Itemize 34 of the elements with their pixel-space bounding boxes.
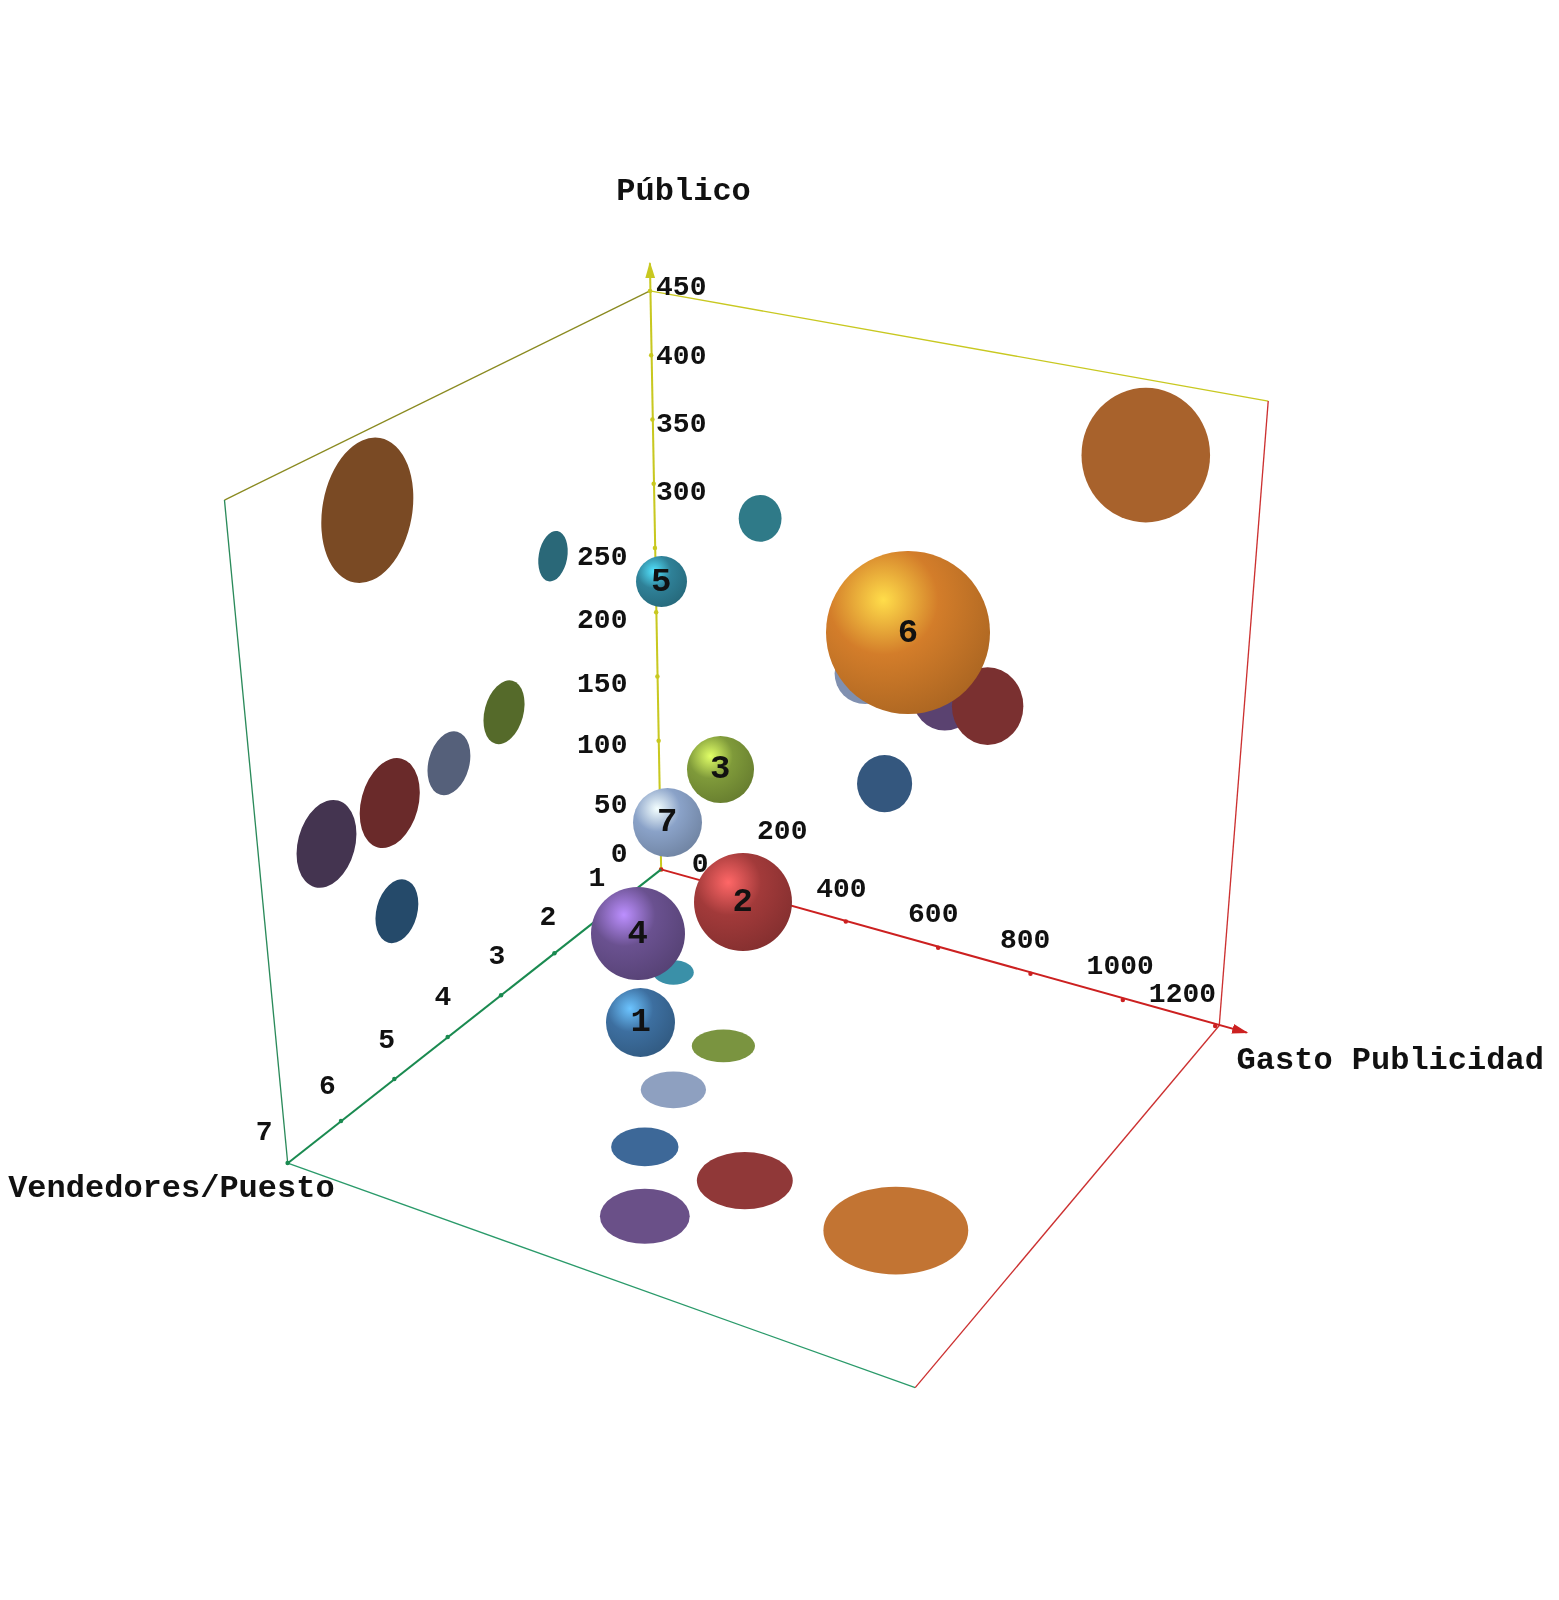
- axis-title: Público: [616, 175, 751, 208]
- axis-title: Gasto Publicidad: [1236, 1045, 1544, 1078]
- tick-label: 800: [999, 926, 1051, 955]
- tick-label: 1200: [1148, 980, 1217, 1009]
- tick-label: 450: [656, 273, 707, 302]
- tick-label: 400: [656, 343, 707, 372]
- tick-label: 1: [588, 865, 606, 894]
- tick-label: 150: [577, 670, 628, 699]
- bubble-number: 7: [657, 805, 678, 840]
- tick-label: 350: [656, 411, 707, 440]
- tick-label: 7: [255, 1118, 273, 1147]
- bubble-number: 4: [627, 916, 648, 951]
- bubble-number: 5: [650, 564, 672, 599]
- tick-label: 300: [656, 478, 707, 507]
- axis-title: Vendedores/Puesto: [8, 1172, 335, 1205]
- bubble-number: 3: [710, 752, 731, 787]
- tick-label: 4: [434, 983, 452, 1012]
- bubble-number: 6: [897, 615, 919, 650]
- tick-label: 2: [539, 904, 557, 933]
- tick-label: 600: [908, 901, 959, 930]
- tick-label: 6: [319, 1072, 336, 1101]
- tick-label: 0: [691, 851, 709, 880]
- tick-label: 0: [610, 841, 628, 869]
- tick-label: 5: [378, 1026, 396, 1055]
- tick-label: 1000: [1086, 953, 1154, 982]
- tick-label: 250: [577, 544, 628, 573]
- tick-label: 3: [488, 943, 506, 971]
- bubble-number: 1: [630, 1005, 651, 1040]
- tick-label: 200: [757, 817, 808, 846]
- tick-label: 200: [577, 607, 628, 636]
- tick-label: 50: [593, 792, 628, 820]
- bubble-number: 2: [732, 884, 753, 919]
- tick-label: 400: [816, 875, 867, 904]
- tick-label: 100: [577, 731, 628, 760]
